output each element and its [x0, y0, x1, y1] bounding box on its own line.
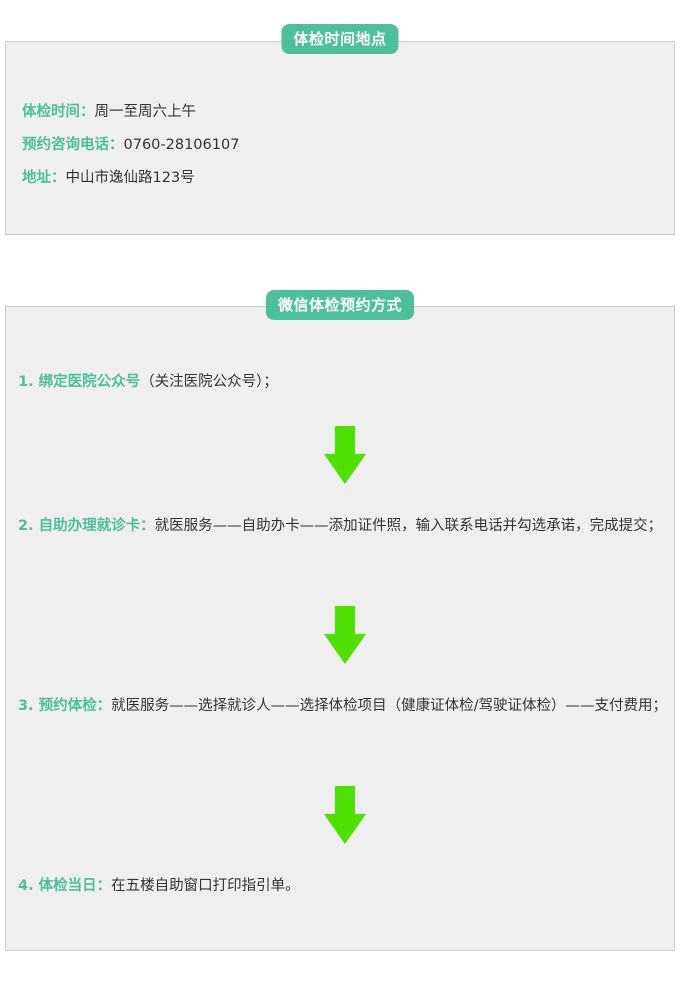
address-label: 地址：: [22, 170, 66, 186]
exam-time-label: 体检时间：: [22, 104, 95, 120]
step-2-text: 就医服务——自助办卡——添加证件照，输入联系电话并勾选承诺，完成提交；: [154, 518, 663, 534]
step-2-label: 2. 自助办理就诊卡：: [18, 518, 155, 534]
step-3-label: 3. 预约体检：: [18, 698, 112, 714]
phone-row: 预约咨询电话：0760-28106107: [22, 133, 239, 154]
step-1-text: （关注医院公众号）；: [140, 374, 278, 390]
phone-value[interactable]: 0760-28106107: [123, 137, 240, 153]
step-3-text: 就医服务——选择就诊人——选择体检项目（健康证体检/驾驶证体检）——支付费用；: [111, 698, 668, 714]
address-row: 地址：中山市逸仙路123号: [22, 166, 195, 187]
step-2: 2. 自助办理就诊卡：就医服务——自助办卡——添加证件照，输入联系电话并勾选承诺…: [18, 510, 668, 543]
address-value: 中山市逸仙路123号: [65, 170, 195, 186]
section-title-booking: 微信体检预约方式: [265, 290, 415, 320]
step-3: 3. 预约体检：就医服务——选择就诊人——选择体检项目（健康证体检/驾驶证体检）…: [18, 690, 668, 723]
down-arrow-icon: [324, 606, 366, 664]
section-title-location: 体检时间地点: [281, 24, 399, 54]
step-1: 1. 绑定医院公众号（关注医院公众号）；: [18, 366, 668, 399]
booking-method-panel: 1. 绑定医院公众号（关注医院公众号）； 2. 自助办理就诊卡：就医服务——自助…: [5, 306, 675, 951]
step-4-label: 4. 体检当日：: [18, 878, 112, 894]
step-4: 4. 体检当日：在五楼自助窗口打印指引单。: [18, 870, 668, 903]
exam-time-row: 体检时间：周一至周六上午: [22, 100, 196, 121]
exam-time-value: 周一至周六上午: [94, 104, 197, 120]
down-arrow-icon: [324, 786, 366, 844]
step-4-text: 在五楼自助窗口打印指引单。: [111, 878, 300, 894]
phone-label: 预约咨询电话：: [22, 137, 124, 153]
down-arrow-icon: [324, 426, 366, 484]
step-1-label: 1. 绑定医院公众号: [18, 374, 141, 390]
location-time-panel: 体检时间：周一至周六上午 预约咨询电话：0760-28106107 地址：中山市…: [5, 41, 675, 235]
